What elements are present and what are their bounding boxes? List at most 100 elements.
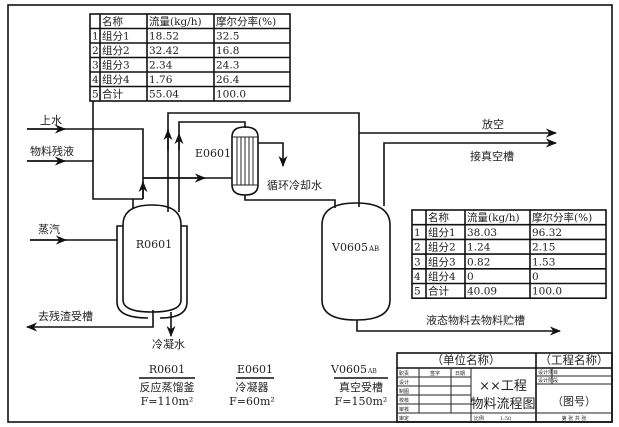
legend-e0601-spec: F=60m² bbox=[229, 395, 275, 408]
role-header-date: 日期 bbox=[455, 371, 465, 377]
scale-label: 比例 bbox=[474, 415, 484, 422]
table-cell: 32.42 bbox=[149, 45, 179, 57]
stream-labels: 上水 物料残液 蒸汽 去残渣受槽 冷凝水 循环冷却水 放空 接真空槽 液态物料去… bbox=[30, 114, 525, 351]
drawing-frame bbox=[7, 4, 613, 423]
role-review: 审核 bbox=[399, 406, 409, 413]
table-header-cell: 名称 bbox=[102, 15, 123, 28]
legend-r0601-spec: F=110m² bbox=[141, 395, 194, 408]
role-approve: 审定 bbox=[399, 415, 409, 422]
table-header-cell: 名称 bbox=[428, 211, 449, 224]
table-cell: 组分4 bbox=[102, 73, 130, 86]
water-in-line bbox=[27, 128, 144, 199]
table-cell: 合计 bbox=[102, 88, 123, 101]
table-cell: 24.3 bbox=[216, 60, 239, 72]
label-vent: 放空 bbox=[482, 117, 504, 131]
legend-v0605-tag: V0605 bbox=[330, 363, 367, 376]
role-design: 设计 bbox=[399, 379, 409, 386]
project-item-label: 设计项目 bbox=[538, 369, 558, 376]
drawing-title-line1: ××工程 bbox=[479, 379, 527, 394]
table-cell: 2 bbox=[92, 45, 99, 57]
label-steam: 蒸汽 bbox=[38, 222, 60, 236]
table-cell: 2.15 bbox=[532, 242, 555, 254]
table-cell: 0.82 bbox=[467, 256, 490, 268]
table-cell: 5 bbox=[92, 89, 99, 101]
table-cell: 组分2 bbox=[102, 44, 130, 57]
table-cell: 40.09 bbox=[467, 286, 497, 298]
vapor-line-1 bbox=[167, 112, 360, 212]
table-cell: 26.4 bbox=[216, 74, 240, 86]
table-cell: 1 bbox=[414, 227, 421, 239]
label-condensate: 冷凝水 bbox=[152, 337, 185, 351]
condensate-to-receiver-line bbox=[244, 195, 336, 208]
table-cell: 1.53 bbox=[532, 256, 555, 268]
scale-value: 1:50 bbox=[500, 416, 511, 422]
piping bbox=[25, 101, 562, 338]
table-cell: 18.52 bbox=[149, 31, 179, 43]
reactor-jacket bbox=[116, 225, 188, 319]
legend-v0605-suffix: AB bbox=[367, 368, 377, 375]
table-header-cell: 摩尔分率(%) bbox=[532, 211, 592, 224]
table-cell: 合计 bbox=[428, 285, 449, 298]
design-stage-label: 设计阶段 bbox=[538, 377, 558, 384]
role-header-sign: 签字 bbox=[430, 370, 440, 377]
label-residue-out: 去残渣受槽 bbox=[38, 309, 93, 323]
table-cell: 100.0 bbox=[532, 286, 562, 298]
residue-in-line bbox=[27, 160, 143, 200]
receiver-v0605: V0605 AB bbox=[321, 202, 391, 321]
table-cell: 组分1 bbox=[428, 226, 456, 239]
label-liquid-out: 液态物料去物料贮槽 bbox=[426, 313, 525, 327]
label-water-in: 上水 bbox=[40, 114, 62, 127]
table-cell: 1.76 bbox=[149, 74, 173, 86]
legend-r0601-tag: R0601 bbox=[149, 363, 185, 376]
role-check: 校核 bbox=[399, 397, 409, 404]
legend-v0605-name: 真空受槽 bbox=[339, 380, 383, 394]
vacuum-line bbox=[383, 138, 558, 206]
reactor-r0601: R0601 bbox=[116, 204, 188, 319]
table-cell: 4 bbox=[414, 271, 421, 283]
legend-e0601-tag: E0601 bbox=[237, 363, 273, 376]
receiver-tag-suffix: AB bbox=[368, 245, 379, 253]
table-cell: 32.5 bbox=[216, 31, 239, 43]
table-cell: 2 bbox=[414, 242, 421, 254]
table-header-cell: 流量(kg/h) bbox=[467, 211, 520, 224]
table-cell: 2.34 bbox=[149, 60, 173, 72]
unit-name: （单位名称） bbox=[432, 353, 501, 367]
reactor-tag: R0601 bbox=[136, 238, 172, 251]
drawing-title-line2: 物料流程图 bbox=[470, 397, 535, 412]
table-cell: 4 bbox=[92, 74, 99, 86]
project-name: （工程名称） bbox=[540, 353, 609, 367]
condenser-tag: E0601 bbox=[195, 147, 231, 160]
table-header-cell: 流量(kg/h) bbox=[149, 15, 202, 28]
label-vacuum: 接真空槽 bbox=[470, 149, 514, 163]
table-cell: 3 bbox=[414, 256, 421, 268]
table-cell: 组分2 bbox=[428, 241, 456, 254]
label-residue-in: 物料残液 bbox=[30, 144, 74, 158]
table-cell: 1 bbox=[92, 31, 99, 43]
table-cell: 16.8 bbox=[216, 45, 239, 57]
role-header-duty: 职责 bbox=[399, 370, 409, 377]
legend-v0605-spec: F=150m² bbox=[335, 395, 388, 408]
table-cell: 55.04 bbox=[149, 89, 179, 101]
vapor-line-2 bbox=[178, 121, 246, 212]
sheet-count: 第 张 共 张 bbox=[562, 415, 587, 422]
residue-out-line bbox=[25, 310, 154, 332]
table-cell: 组分4 bbox=[428, 270, 456, 283]
condenser-e0601: E0601 bbox=[195, 126, 259, 196]
table-cell: 0 bbox=[467, 271, 474, 283]
receiver-tag: V0605 bbox=[331, 241, 368, 254]
table-cell: 组分3 bbox=[428, 255, 456, 268]
table-cell: 96.32 bbox=[532, 227, 562, 239]
equipment-legend: R0601 反应蒸馏釜 F=110m² E0601 冷凝器 F=60m² V06… bbox=[139, 363, 388, 408]
legend-r0601-name: 反应蒸馏釜 bbox=[140, 380, 195, 394]
drawing-number: （图号） bbox=[552, 395, 596, 408]
table-cell: 0 bbox=[532, 271, 539, 283]
table-cell: 组分1 bbox=[102, 30, 130, 43]
cooling-water-out-line bbox=[258, 142, 288, 168]
table-cell: 100.0 bbox=[216, 89, 246, 101]
table-header-cell: 摩尔分率(%) bbox=[216, 15, 276, 28]
table-cell: 38.03 bbox=[467, 227, 497, 239]
liquid-out-line bbox=[356, 320, 562, 336]
